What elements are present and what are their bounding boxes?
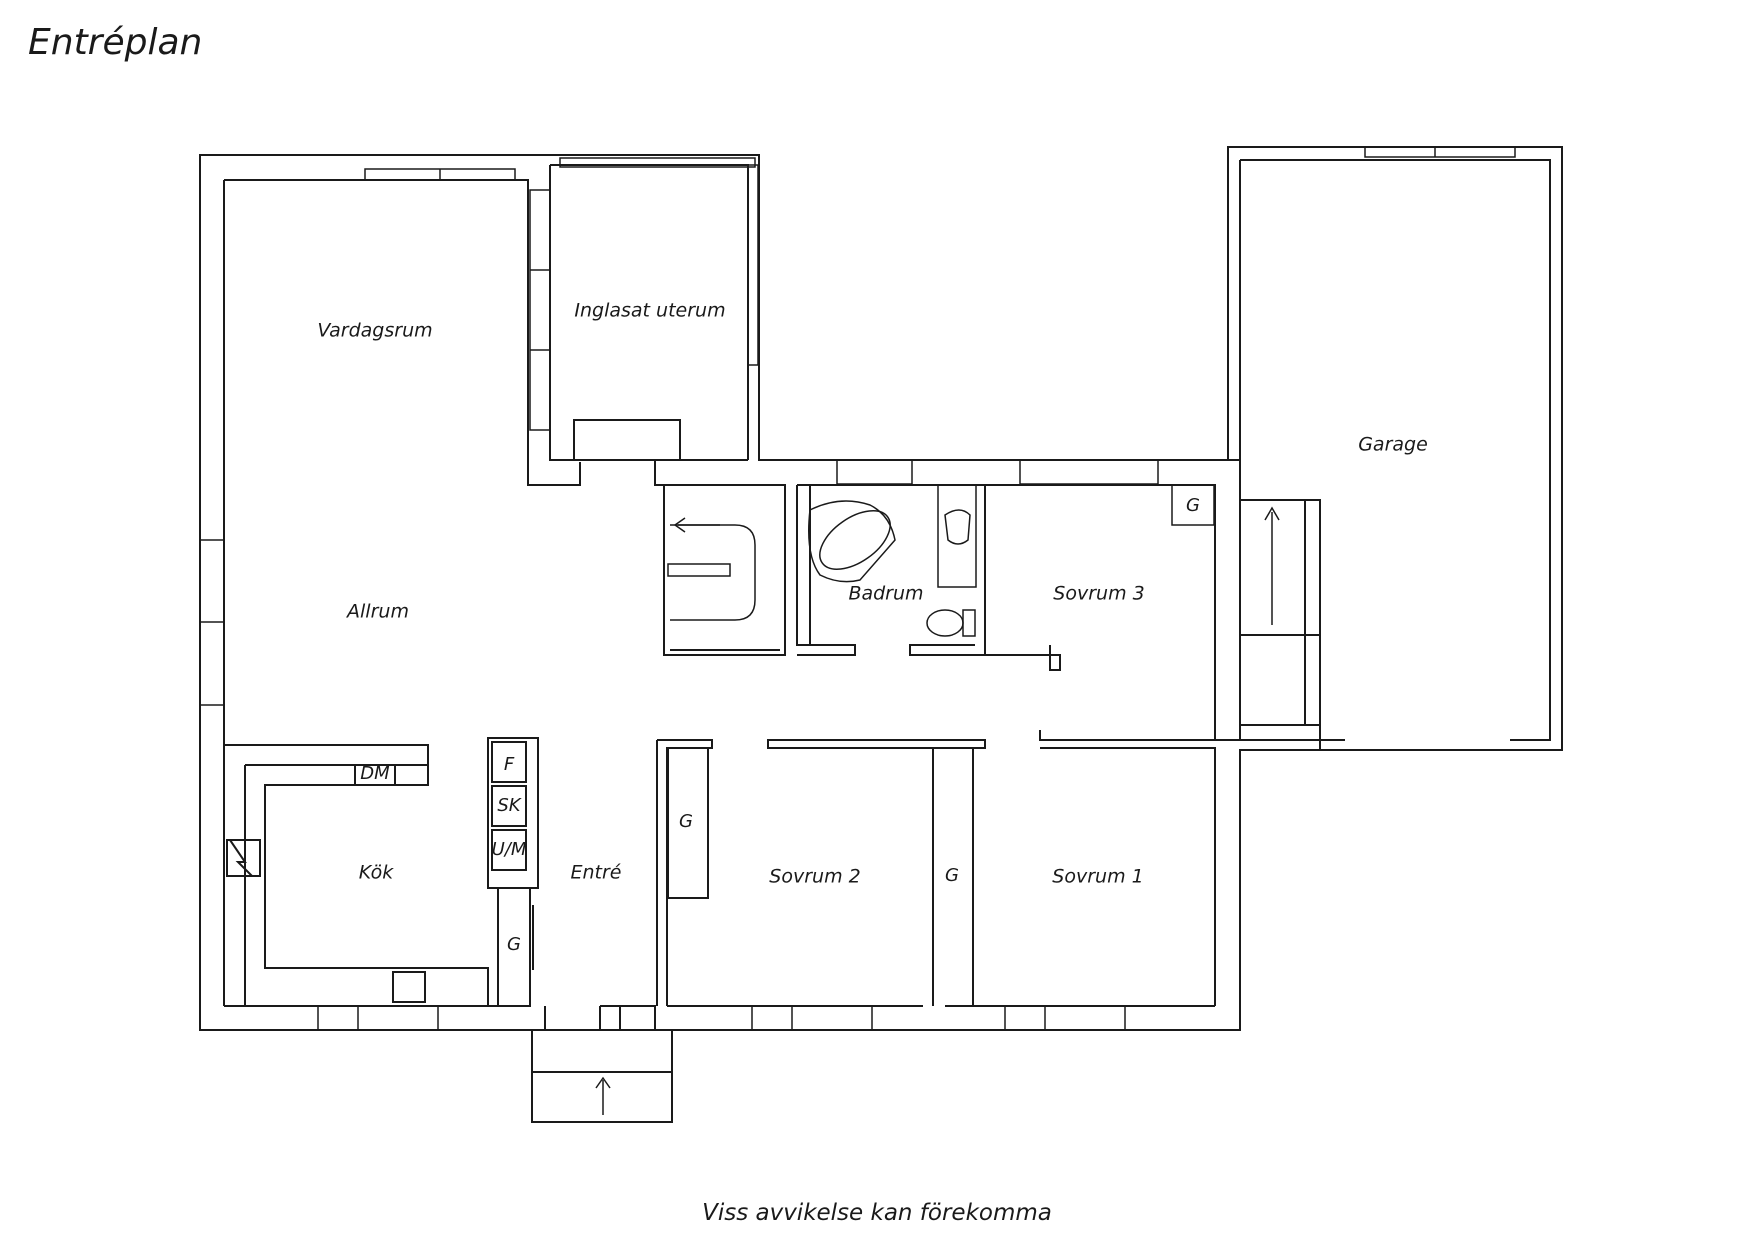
disclaimer-note: Viss avvikelse kan förekomma bbox=[702, 1200, 1052, 1226]
fixture-label-g-sovrum3: G bbox=[1186, 495, 1200, 516]
fixture-label-g-sovrum1: G bbox=[945, 865, 959, 886]
room-label-entre: Entré bbox=[571, 862, 622, 884]
room-label-uterum: Inglasat uterum bbox=[574, 300, 725, 322]
page-title: Entréplan bbox=[28, 22, 203, 63]
room-label-kok: Kök bbox=[359, 862, 394, 884]
entrance-steps bbox=[531, 1029, 673, 1123]
fixture-label-f: F bbox=[504, 754, 515, 775]
sink-icon bbox=[937, 484, 977, 588]
sauna-bench-icon bbox=[667, 517, 756, 621]
room-label-badrum: Badrum bbox=[848, 583, 923, 605]
fixture-label-g-entre: G bbox=[507, 934, 521, 955]
toilet-icon bbox=[926, 609, 976, 637]
garage-walls bbox=[1239, 159, 1551, 750]
room-label-allrum: Allrum bbox=[345, 601, 409, 623]
room-label-sovrum1: Sovrum 1 bbox=[1052, 866, 1143, 888]
interior-walls bbox=[224, 459, 1241, 1030]
cabinet-g-box bbox=[1171, 484, 1215, 526]
room-label-sovrum2: Sovrum 2 bbox=[769, 866, 860, 888]
room-label-sovrum3: Sovrum 3 bbox=[1053, 583, 1144, 605]
room-label-garage: Garage bbox=[1358, 434, 1428, 456]
fixture-label-sk: SK bbox=[497, 795, 521, 816]
uterum-walls bbox=[549, 164, 749, 461]
fixture-label-um: U/M bbox=[492, 839, 527, 860]
room-label-vardagsrum: Vardagsrum bbox=[317, 320, 432, 342]
corner-bathtub-icon bbox=[808, 500, 896, 583]
fixture-label-g-sovrum2: G bbox=[679, 811, 693, 832]
fixture-label-dm: DM bbox=[360, 763, 390, 784]
